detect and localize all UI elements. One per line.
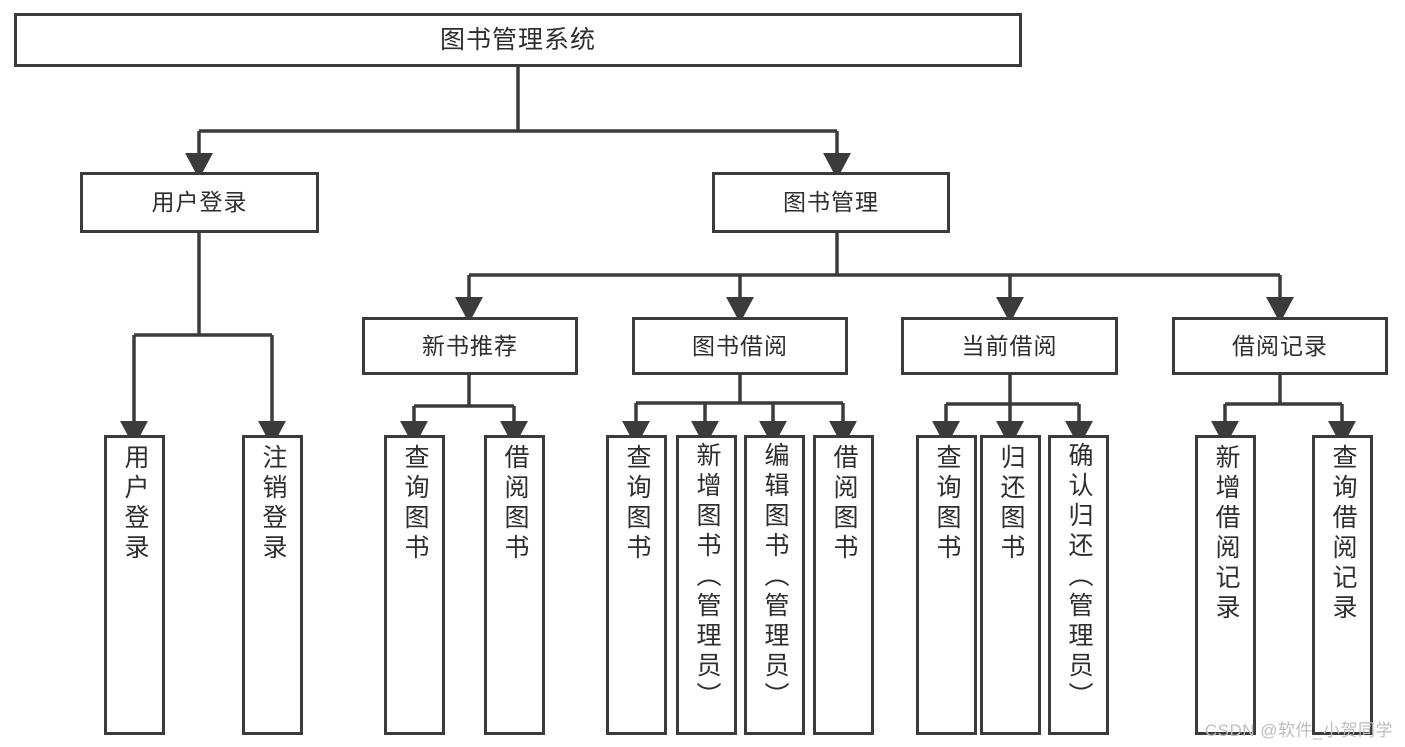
- node-label: 查询图书: [401, 444, 429, 564]
- leaf-borrow-borrow-book[interactable]: 借阅图书: [813, 435, 874, 735]
- leaf-user-login-signin[interactable]: 用户登录: [104, 435, 165, 735]
- leaf-current-confirm-return-admin[interactable]: 确认归还（管理员）: [1048, 435, 1109, 735]
- leaf-borrow-query-book[interactable]: 查询图书: [606, 435, 667, 735]
- node-book-borrow[interactable]: 图书借阅: [632, 317, 848, 375]
- node-label: 注销登录: [259, 444, 287, 564]
- node-label: 图书管理: [783, 189, 879, 216]
- node-label: 用户登录: [121, 444, 149, 564]
- leaf-new-book-borrow-book[interactable]: 借阅图书: [484, 435, 545, 735]
- node-label: 查询图书: [933, 444, 961, 564]
- leaf-new-book-query-book[interactable]: 查询图书: [384, 435, 445, 735]
- node-borrow-record[interactable]: 借阅记录: [1172, 317, 1388, 375]
- leaf-record-add-record[interactable]: 新增借阅记录: [1195, 435, 1256, 735]
- node-label: 图书管理系统: [439, 25, 596, 54]
- node-label: 借阅图书: [501, 444, 529, 564]
- node-book-management[interactable]: 图书管理: [712, 172, 950, 233]
- leaf-user-login-signout[interactable]: 注销登录: [242, 435, 303, 735]
- node-label: 借阅记录: [1232, 332, 1328, 359]
- node-new-book-recommend[interactable]: 新书推荐: [362, 317, 578, 375]
- node-label: 归还图书: [997, 444, 1025, 564]
- leaf-borrow-edit-book-admin[interactable]: 编辑图书（管理员）: [744, 435, 805, 735]
- node-label: 用户登录: [151, 189, 248, 216]
- node-label: 查询借阅记录: [1329, 444, 1357, 624]
- leaf-current-return-book[interactable]: 归还图书: [980, 435, 1041, 735]
- node-root-book-management-system[interactable]: 图书管理系统: [14, 13, 1022, 67]
- csdn-watermark: CSDN @软件_小贺同学: [1204, 721, 1393, 740]
- node-label: 确认归还（管理员）: [1065, 442, 1093, 712]
- node-label: 新书推荐: [422, 332, 518, 359]
- node-label: 图书借阅: [692, 332, 788, 359]
- node-label: 新增图书（管理员）: [693, 442, 721, 712]
- node-user-login[interactable]: 用户登录: [80, 172, 319, 233]
- node-current-borrow[interactable]: 当前借阅: [901, 317, 1118, 375]
- leaf-record-query-record[interactable]: 查询借阅记录: [1312, 435, 1373, 735]
- node-label: 查询图书: [623, 444, 651, 564]
- node-label: 新增借阅记录: [1212, 444, 1240, 624]
- node-label: 编辑图书（管理员）: [761, 442, 789, 712]
- leaf-borrow-add-book-admin[interactable]: 新增图书（管理员）: [676, 435, 737, 735]
- node-label: 借阅图书: [830, 444, 858, 564]
- leaf-current-query-book[interactable]: 查询图书: [916, 435, 977, 735]
- node-label: 当前借阅: [961, 332, 1058, 359]
